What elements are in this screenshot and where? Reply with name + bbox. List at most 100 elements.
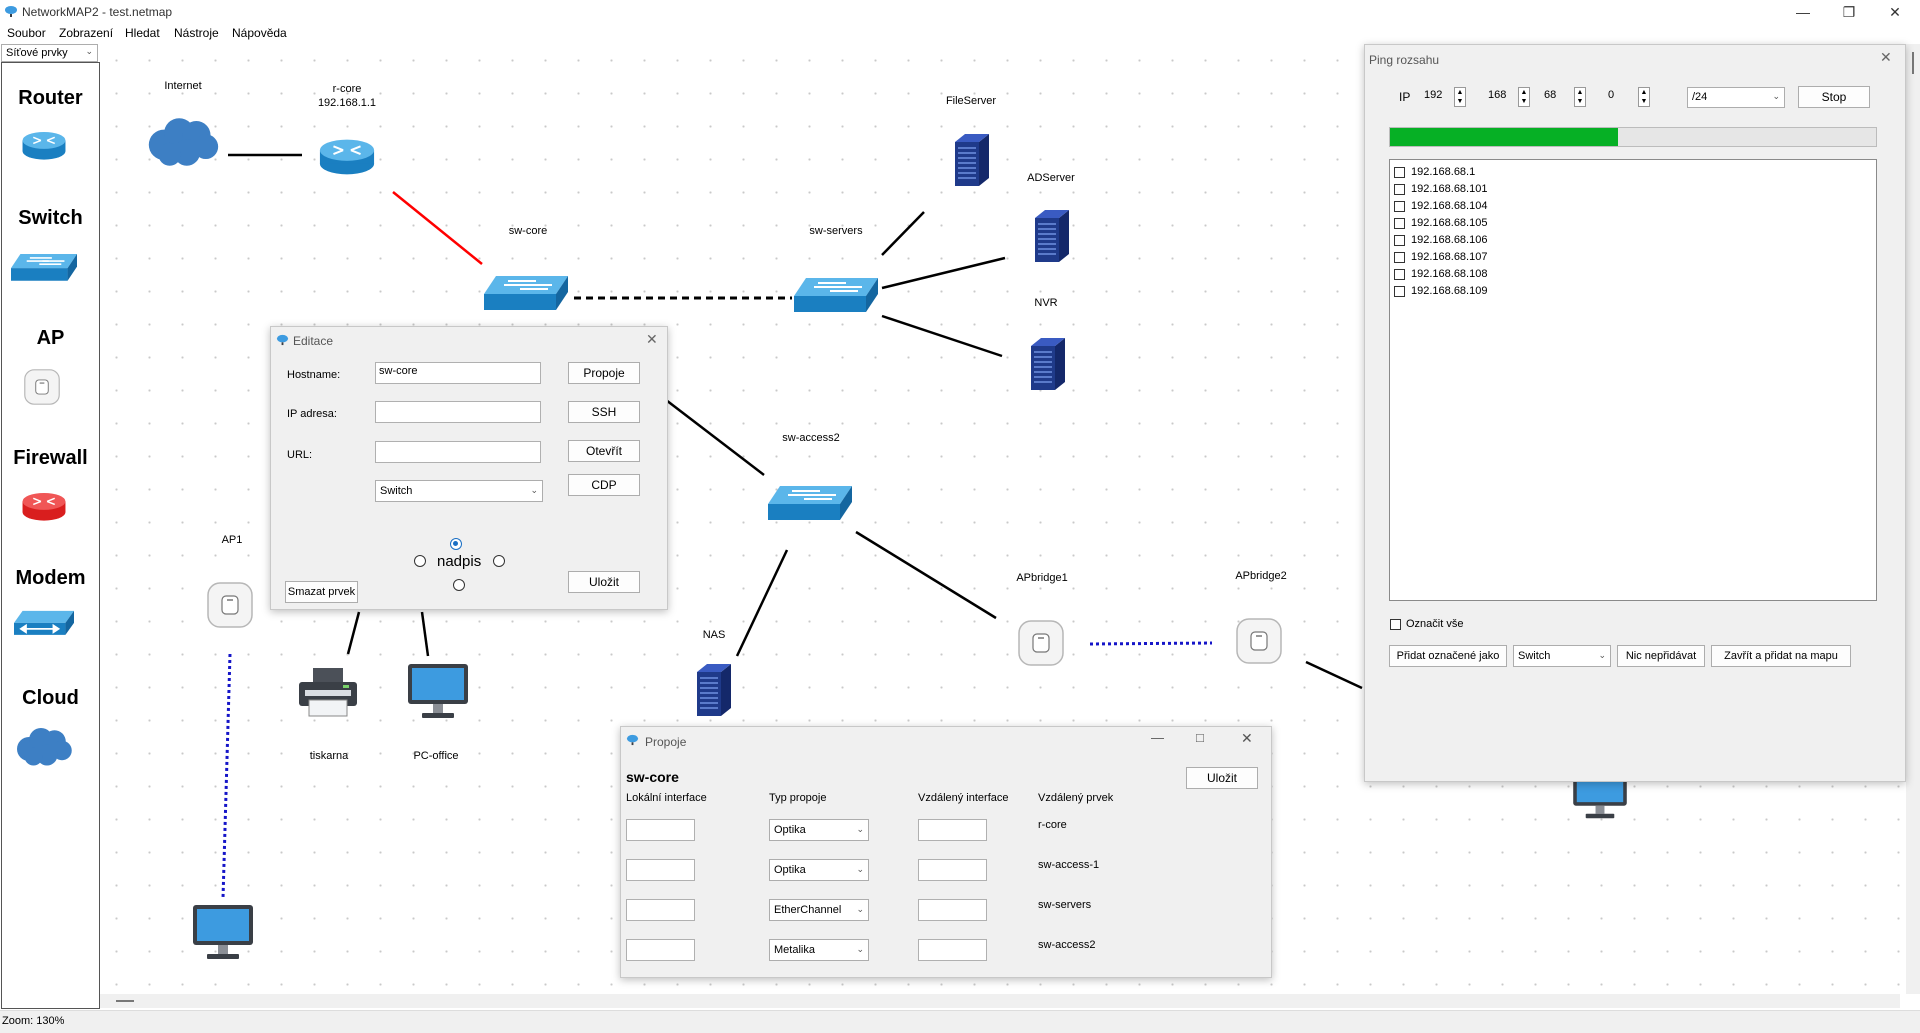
ping-result-checkbox[interactable]	[1394, 166, 1405, 178]
menu-soubor[interactable]: Soubor	[7, 26, 46, 40]
otevrit-button[interactable]: Otevřít	[568, 440, 640, 462]
ping-result-checkbox[interactable]	[1394, 183, 1405, 195]
url-input[interactable]	[375, 441, 541, 463]
ping-result-item[interactable]: 192.168.68.1	[1394, 164, 1475, 180]
ping-result-item[interactable]: 192.168.68.109	[1394, 283, 1487, 299]
ping-result-checkbox[interactable]	[1394, 268, 1405, 280]
label-position-top-radio[interactable]	[450, 538, 462, 550]
ping-result-checkbox[interactable]	[1394, 234, 1405, 246]
server-icon[interactable]	[1035, 210, 1069, 262]
local-interface-input[interactable]	[626, 899, 695, 921]
remote-interface-input[interactable]	[918, 899, 987, 921]
vertical-scrollbar[interactable]	[1906, 44, 1920, 994]
ping-result-ip: 192.168.68.107	[1411, 251, 1488, 263]
subnet-mask-select[interactable]: /24 ⌄	[1687, 87, 1785, 108]
local-interface-input[interactable]	[626, 819, 695, 841]
ip-input[interactable]	[375, 401, 541, 423]
menu-napoveda[interactable]: Nápověda	[232, 26, 287, 40]
ping-result-item[interactable]: 192.168.68.101	[1394, 181, 1487, 197]
maximize-icon[interactable]: □	[1196, 730, 1204, 745]
local-interface-input[interactable]	[626, 939, 695, 961]
close-icon[interactable]: ✕	[1880, 49, 1892, 65]
octet-1-spinner[interactable]: ▲▼	[1454, 87, 1466, 107]
link-type-select[interactable]: Metalika⌄	[769, 939, 869, 961]
palette-item-modem[interactable]: Modem	[2, 567, 99, 667]
link-type-select[interactable]: Optika⌄	[769, 819, 869, 841]
smazat-prvek-button[interactable]: Smazat prvek	[285, 581, 358, 603]
menu-nastroje[interactable]: Nástroje	[174, 26, 219, 40]
palette-item-router[interactable]: Router	[2, 87, 99, 187]
label-position-bottom-radio[interactable]	[453, 579, 465, 591]
remote-interface-input[interactable]	[918, 939, 987, 961]
switch-icon[interactable]	[768, 478, 852, 522]
access-point-icon[interactable]	[206, 582, 254, 628]
add-type-select[interactable]: Switch ⌄	[1513, 645, 1611, 667]
maximize-button[interactable]: ❐	[1842, 4, 1856, 20]
ping-result-item[interactable]: 192.168.68.105	[1394, 215, 1487, 231]
ping-result-item[interactable]: 192.168.68.107	[1394, 249, 1487, 265]
ping-result-checkbox[interactable]	[1394, 217, 1405, 229]
menu-hledat[interactable]: Hledat	[125, 26, 160, 40]
device-type-select[interactable]: Switch ⌄	[375, 480, 543, 502]
minimize-icon[interactable]: —	[1151, 730, 1164, 745]
palette-item-switch[interactable]: Switch	[2, 207, 99, 307]
remote-interface-input[interactable]	[918, 819, 987, 841]
switch-icon[interactable]	[484, 268, 568, 312]
local-interface-input[interactable]	[626, 859, 695, 881]
access-point-icon[interactable]	[1017, 620, 1065, 666]
router-icon[interactable]	[318, 136, 376, 176]
printer-icon[interactable]	[299, 668, 357, 718]
cloud-icon[interactable]	[145, 114, 221, 168]
link-type-select[interactable]: EtherChannel⌄	[769, 899, 869, 921]
palette-category-select[interactable]: Síťové prvky ⌄	[1, 44, 98, 62]
palette-item-firewall[interactable]: Firewall	[2, 447, 99, 547]
node-label-apbridge1: APbridge1	[1016, 572, 1068, 584]
select-all-label: Označit vše	[1406, 618, 1464, 630]
server-icon[interactable]	[1031, 338, 1065, 390]
pc-icon[interactable]	[408, 664, 468, 720]
add-nothing-button[interactable]: Nic nepřidávat	[1617, 645, 1705, 667]
ping-result-ip: 192.168.68.105	[1411, 217, 1488, 229]
server-icon[interactable]	[697, 664, 731, 716]
menu-zobrazeni[interactable]: Zobrazení	[59, 26, 114, 40]
access-point-icon[interactable]	[1235, 618, 1283, 664]
vertical-scroll-thumb[interactable]	[1912, 52, 1914, 74]
server-icon[interactable]	[955, 134, 989, 186]
close-icon[interactable]: ✕	[1241, 730, 1253, 746]
ping-result-checkbox[interactable]	[1394, 200, 1405, 212]
hostname-input[interactable]: sw-core	[375, 362, 541, 384]
close-icon[interactable]: ✕	[646, 331, 658, 347]
ping-result-item[interactable]: 192.168.68.104	[1394, 198, 1487, 214]
remote-interface-input[interactable]	[918, 859, 987, 881]
octet-2-spinner[interactable]: ▲▼	[1518, 87, 1530, 107]
link-type-select[interactable]: Optika⌄	[769, 859, 869, 881]
switch-icon[interactable]	[794, 270, 878, 314]
palette-item-ap[interactable]: AP	[2, 327, 99, 427]
minimize-button[interactable]: —	[1796, 4, 1810, 20]
ssh-button[interactable]: SSH	[568, 401, 640, 423]
close-button[interactable]: ✕	[1889, 4, 1901, 20]
propoje-button[interactable]: Propoje	[568, 362, 640, 384]
select-all-checkbox[interactable]	[1390, 619, 1401, 630]
ulozit-button[interactable]: Uložit	[568, 571, 640, 593]
horizontal-scrollbar[interactable]	[100, 994, 1900, 1008]
ping-result-checkbox[interactable]	[1394, 251, 1405, 263]
ping-result-item[interactable]: 192.168.68.106	[1394, 232, 1487, 248]
ping-result-checkbox[interactable]	[1394, 285, 1405, 297]
label-position-right-radio[interactable]	[493, 555, 505, 567]
label-position-left-radio[interactable]	[414, 555, 426, 567]
ping-result-item[interactable]: 192.168.68.108	[1394, 266, 1487, 282]
pc-icon[interactable]	[193, 905, 253, 961]
close-and-add-button[interactable]: Zavřít a přidat na mapu	[1711, 645, 1851, 667]
add-selected-as-button[interactable]: Přidat označené jako	[1389, 645, 1507, 667]
octet-3-spinner[interactable]: ▲▼	[1574, 87, 1586, 107]
stop-button[interactable]: Stop	[1798, 86, 1870, 108]
octet-4-spinner[interactable]: ▲▼	[1638, 87, 1650, 107]
node-label-swservers: sw-servers	[809, 225, 863, 237]
cdp-button[interactable]: CDP	[568, 474, 640, 496]
propoje-ulozit-button[interactable]: Uložit	[1186, 767, 1258, 789]
palette-item-cloud[interactable]: Cloud	[2, 687, 99, 787]
horizontal-scroll-thumb[interactable]	[116, 1000, 134, 1002]
node-label-swcore: sw-core	[508, 225, 548, 237]
